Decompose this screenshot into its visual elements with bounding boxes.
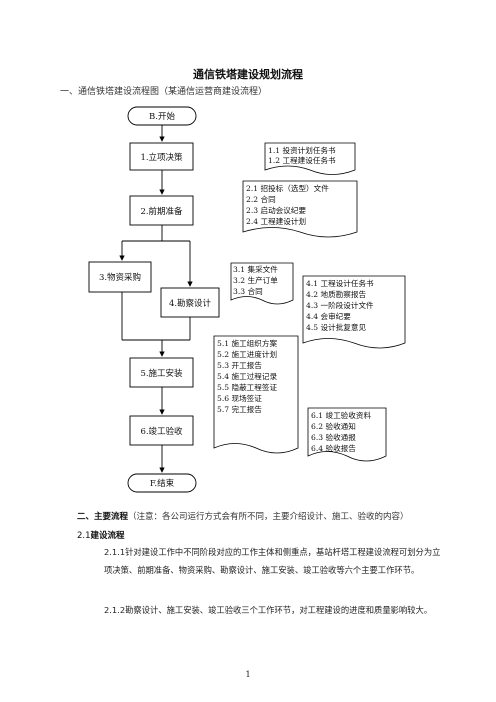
doc-6-line: 6.2 验收通知 [311, 421, 356, 431]
doc-5-line: 5.2 施工进度计划 [217, 349, 277, 359]
paragraph-number: 2.1.1 [104, 547, 126, 557]
doc-2: 2.1 招投标（选型）文件 2.2 合同 2.3 启动会议纪要 2.4 工程建设… [242, 180, 358, 238]
doc-4-line: 4.5 设计批复意见 [306, 322, 366, 332]
doc-2-line: 2.1 招投标（选型）文件 [246, 183, 329, 193]
section-1-heading: 一、通信铁塔建设流程图（某通信运营商建设流程） [60, 87, 268, 97]
doc-5-line: 5.4 施工过程记录 [217, 371, 277, 381]
page-title: 通信铁塔建设规划流程 [193, 68, 303, 81]
doc-5-line: 5.3 开工报告 [217, 360, 262, 370]
step-1-box: 1.立项决策 [129, 142, 194, 171]
doc-2-line: 2.4 工程建设计划 [246, 216, 306, 226]
page-number: 1 [245, 670, 251, 679]
step-1-label: 1.立项决策 [140, 152, 183, 163]
doc-2-line: 2.3 启动会议纪要 [246, 205, 306, 215]
step-4-box: 4.勘察设计 [160, 287, 220, 318]
doc-3-line: 3.1 集采文件 [233, 264, 278, 274]
paragraph-text: 针对建设工作中不同阶段对应的工作主体和侧重点，基站杆塔工程建设流程可划分为立项决… [104, 547, 441, 575]
step-6-label: 6.竣工验收 [140, 426, 183, 437]
doc-3-line: 3.3 合同 [233, 286, 263, 296]
section-2-title: 二、主要流程 [77, 512, 129, 522]
doc-2-line: 2.2 合同 [246, 194, 276, 204]
doc-3-line: 3.2 生产订单 [233, 275, 278, 285]
doc-4-line: 4.1 工程设计任务书 [306, 278, 374, 288]
step-5-label: 5.施工安装 [140, 368, 183, 379]
doc-6: 6.1 竣工验收资料 6.2 验收通知 6.3 验收通报 6.4 验收报告 [307, 407, 387, 462]
doc-5-line: 5.1 施工组织方案 [217, 338, 277, 348]
doc-5-line: 5.5 隐蔽工程签证 [217, 382, 277, 392]
doc-3: 3.1 集采文件 3.2 生产订单 3.3 合同 [230, 262, 294, 305]
start-label: B.开始 [149, 111, 175, 122]
doc-5: 5.1 施工组织方案 5.2 施工进度计划 5.3 开工报告 5.4 施工过程记… [213, 335, 299, 454]
paragraph-2-1-1: 2.1.1针对建设工作中不同阶段对应的工作主体和侧重点，基站杆塔工程建设流程可划… [104, 543, 444, 579]
doc-4-line: 4.4 会审纪要 [306, 311, 351, 321]
step-3-box: 3.物资采购 [88, 261, 152, 293]
paragraph-number: 2.1.2 [104, 605, 126, 615]
start-node: B.开始 [127, 106, 197, 126]
step-5-box: 5.施工安装 [129, 357, 194, 388]
step-2-label: 2.前期准备 [140, 206, 183, 217]
step-4-label: 4.勘察设计 [169, 298, 212, 309]
flowchart: B.开始 1.立项决策 2.前期准备 3.物资采购 4.勘察设计 5.施工安装 … [88, 106, 406, 493]
section-2-heading: 二、主要流程（注意：各公司运行方式会有所不同，主要介绍设计、施工、验收的内容） [77, 510, 409, 522]
doc-5-line: 5.6 现场签证 [217, 393, 262, 403]
step-2-box: 2.前期准备 [129, 195, 194, 226]
end-node: F.结束 [127, 473, 197, 493]
doc-1-line: 1.1 投资计划任务书 [268, 145, 336, 155]
end-label: F.结束 [150, 478, 175, 489]
doc-6-line: 6.3 验收通报 [311, 432, 356, 442]
doc-1: 1.1 投资计划任务书 1.2 工程建设任务书 [264, 142, 356, 175]
doc-6-line: 6.1 竣工验收资料 [311, 410, 371, 420]
subsection-label: 建设流程 [90, 531, 125, 541]
flow-connectors [119, 125, 193, 473]
doc-5-line: 5.7 完工报告 [217, 404, 262, 414]
doc-4: 4.1 工程设计任务书 4.2 地质勘察报告 4.3 一阶段设计文件 4.4 会… [302, 275, 406, 349]
doc-4-line: 4.2 地质勘察报告 [306, 289, 366, 299]
subsection-number: 2.1 [77, 531, 91, 541]
doc-6-line: 6.4 验收报告 [311, 443, 356, 453]
doc-1-line: 1.2 工程建设任务书 [268, 155, 336, 165]
section-2-note: （注意：各公司运行方式会有所不同，主要介绍设计、施工、验收的内容） [128, 512, 409, 522]
step-6-box: 6.竣工验收 [129, 415, 194, 446]
paragraph-2-1-2: 2.1.2勘察设计、施工安装、竣工验收三个工作环节，对工程建设的进度和质量影响较… [104, 601, 444, 619]
subsection-2-1: 2.1建设流程 [77, 529, 125, 541]
paragraph-text: 勘察设计、施工安装、竣工验收三个工作环节，对工程建设的进度和质量影响较大。 [125, 605, 433, 615]
doc-4-line: 4.3 一阶段设计文件 [306, 300, 374, 310]
step-3-label: 3.物资采购 [99, 272, 141, 283]
